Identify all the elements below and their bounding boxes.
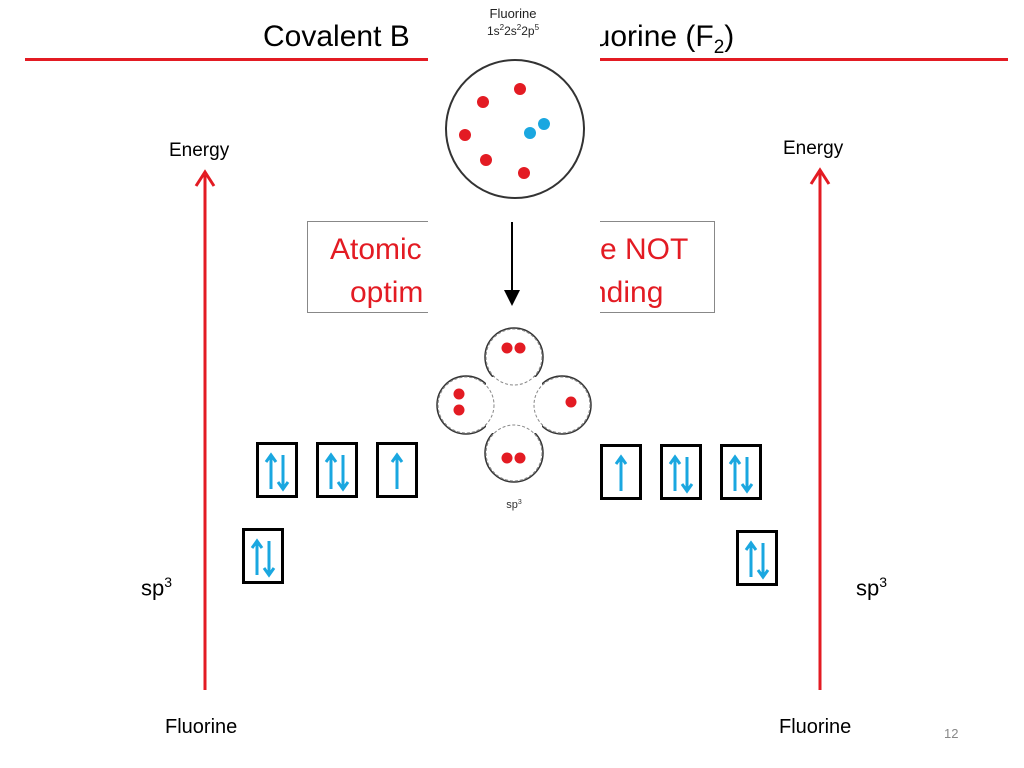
down-arrow-icon (504, 222, 520, 306)
electron (453, 388, 465, 400)
note-line1-left: Atomic (330, 233, 422, 266)
spin-down-arrow-icon (740, 457, 754, 494)
electron (501, 342, 513, 354)
title-subscript: 2 (713, 37, 725, 58)
orbital-box (600, 444, 642, 500)
spin-up-arrow-icon (668, 454, 682, 491)
left-sp3-label: sp3 (141, 574, 173, 601)
hybrid-label: sp3 (506, 499, 522, 511)
orbital-box (660, 444, 702, 500)
page-number: 12 (944, 726, 959, 741)
spin-up-arrow-icon (390, 452, 404, 489)
title-close: ) (724, 20, 735, 53)
right-energy-label: Energy (783, 138, 844, 159)
slide-title-left: Covalent B (263, 20, 410, 53)
atom-label: Fluorine (490, 6, 537, 21)
spin-down-arrow-icon (756, 543, 770, 580)
electron (514, 452, 526, 464)
hybridization-figure: Fluorine 1s22s22p5 (428, 0, 600, 520)
note-line1-right: re NOT (590, 233, 689, 266)
electron (538, 118, 550, 130)
orbital-box (242, 528, 284, 584)
electron (565, 396, 577, 408)
slide-title-right: luorine (F2) (587, 20, 734, 59)
electron (514, 342, 526, 354)
right-sp3-label: sp3 (856, 574, 888, 601)
left-energy-arrow (194, 169, 216, 690)
spin-up-arrow-icon (614, 454, 628, 491)
left-energy-label: Energy (169, 140, 230, 161)
sp3-hybrid-orbitals (436, 327, 592, 483)
electron (453, 404, 465, 416)
note-line2-left: optim (350, 276, 424, 309)
electron (477, 96, 489, 108)
electron (524, 127, 536, 139)
left-atom-label: Fluorine (165, 716, 238, 738)
spin-up-arrow-icon (324, 452, 338, 489)
electron-config: 1s22s22p5 (487, 23, 540, 38)
hybridization-svg: Fluorine 1s22s22p5 (436, 6, 592, 511)
spin-down-arrow-icon (336, 455, 350, 492)
orbital-box (736, 530, 778, 586)
spin-down-arrow-icon (262, 541, 276, 578)
orbital-box (376, 442, 418, 498)
spin-up-arrow-icon (250, 538, 264, 575)
right-energy-arrow (809, 167, 831, 690)
electron (480, 154, 492, 166)
spin-up-arrow-icon (744, 540, 758, 577)
electron (514, 83, 526, 95)
spin-down-arrow-icon (276, 455, 290, 492)
electron (459, 129, 471, 141)
orbital-box (256, 442, 298, 498)
spin-down-arrow-icon (680, 457, 694, 494)
note-line2-right: nding (590, 276, 664, 309)
electron (518, 167, 530, 179)
electron (501, 452, 513, 464)
title-text: luorine (F (587, 20, 714, 53)
orbital-box (720, 444, 762, 500)
spin-up-arrow-icon (728, 454, 742, 491)
atom-circle (445, 59, 585, 199)
orbital-box (316, 442, 358, 498)
spin-up-arrow-icon (264, 452, 278, 489)
right-atom-label: Fluorine (779, 716, 852, 738)
